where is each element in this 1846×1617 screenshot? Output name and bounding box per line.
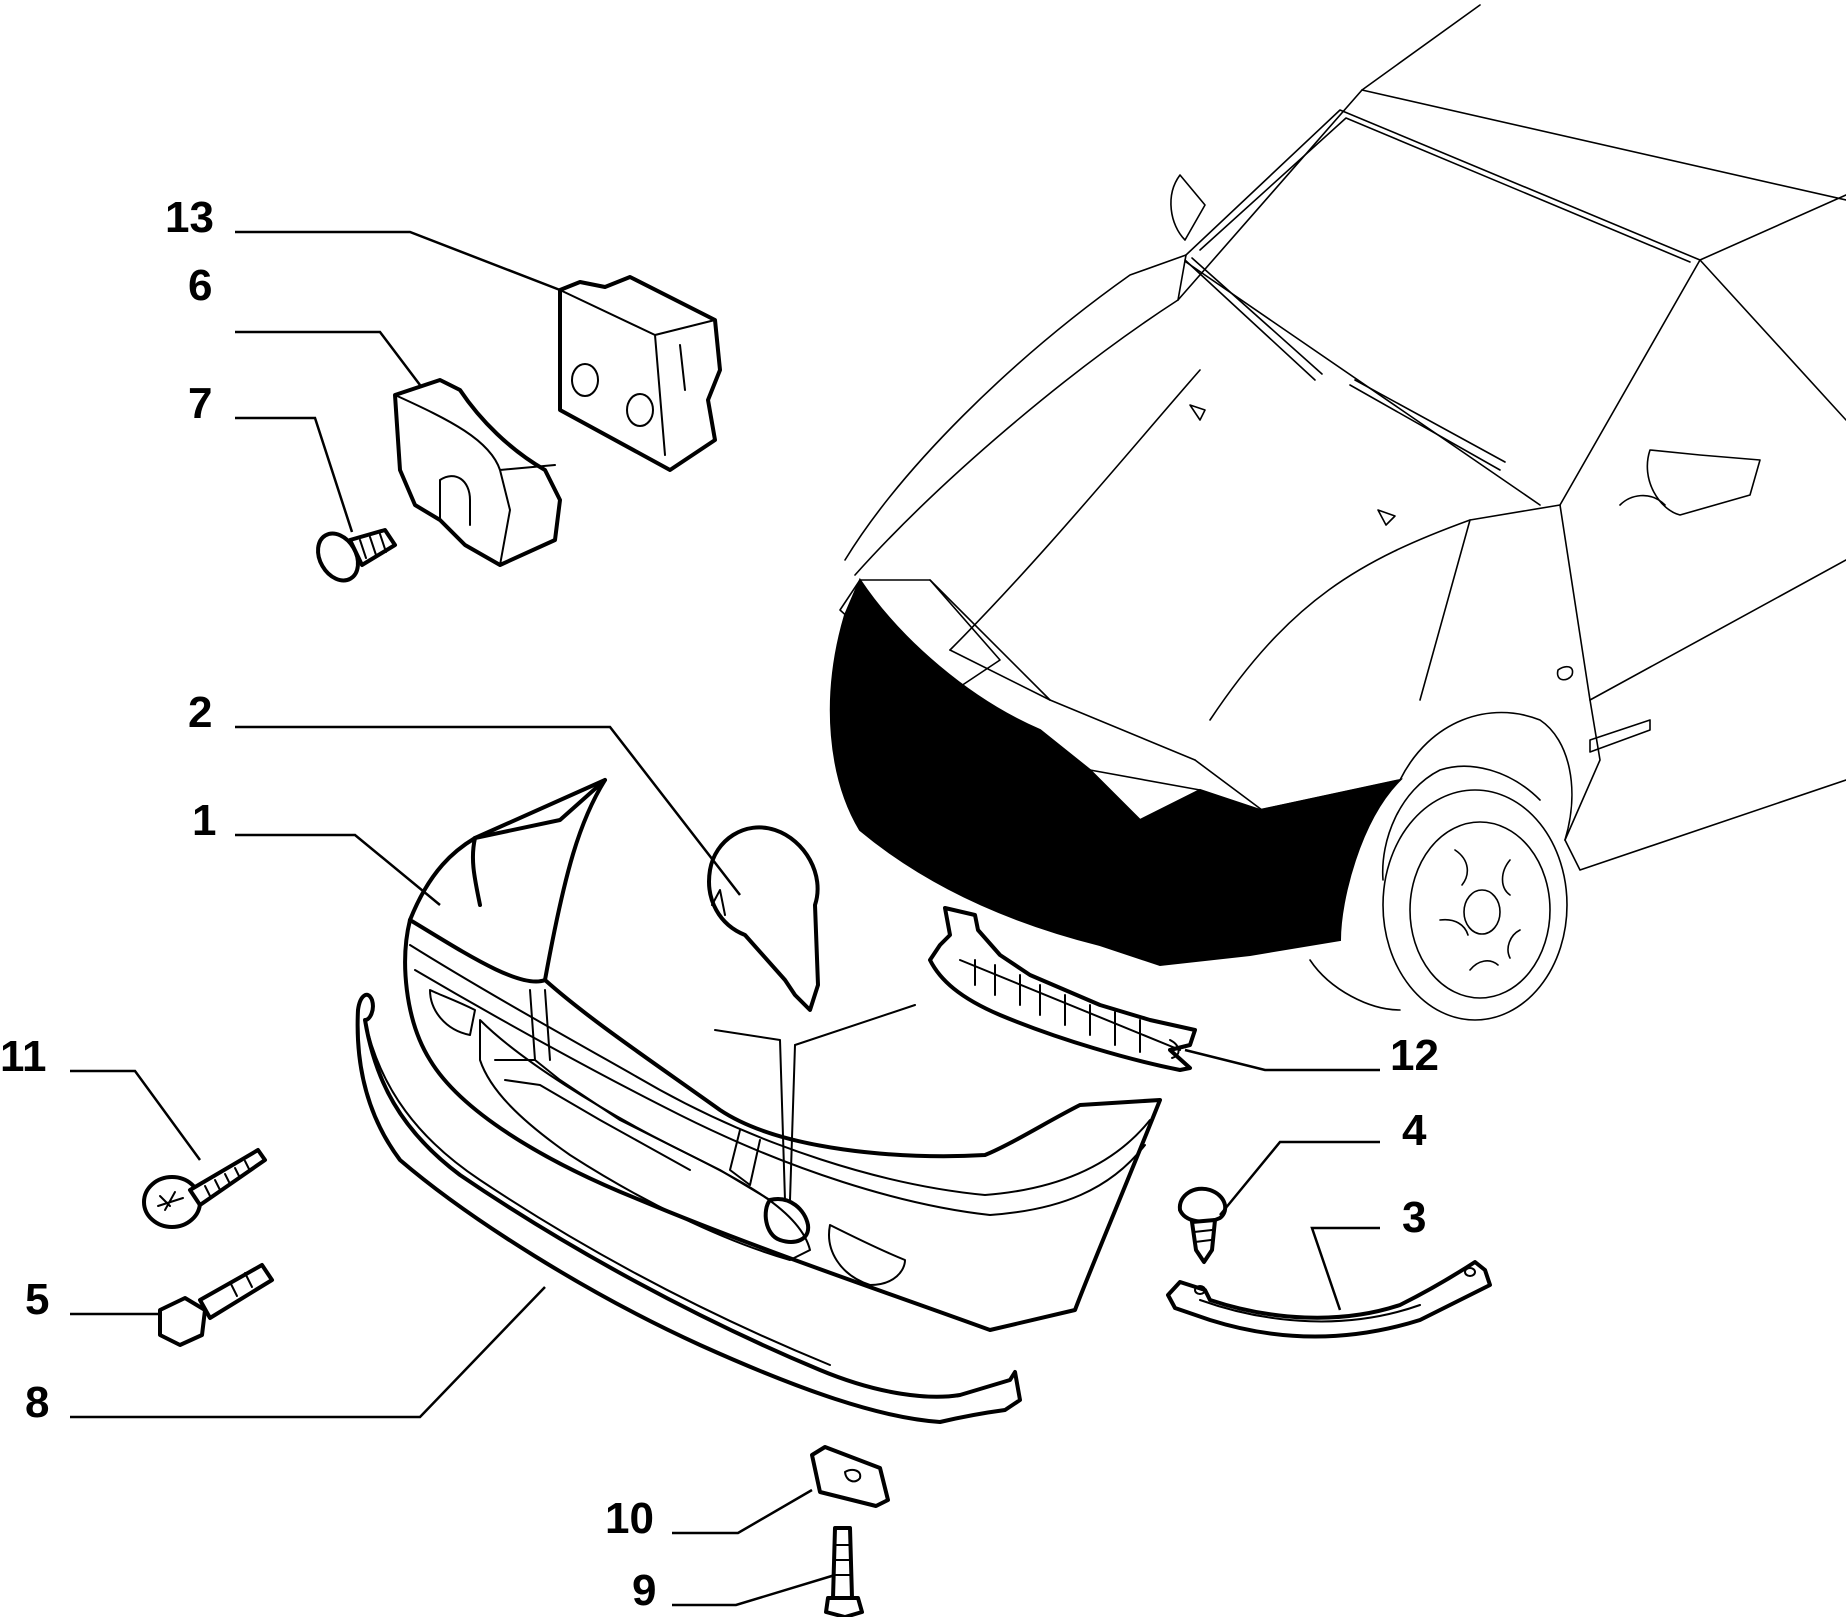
leader-lines: [70, 230, 1380, 1607]
part-6-spacer-block: [393, 378, 562, 567]
part-7-push-rivet: [316, 528, 397, 583]
part-13-bracket-block: [558, 275, 722, 472]
callout-3: 3: [1402, 1193, 1426, 1242]
leader-10: [672, 1488, 813, 1535]
callout-7: 7: [188, 379, 212, 428]
bumper-position-highlight: [829, 577, 1404, 967]
part-5-flange-bolt: [158, 1263, 274, 1347]
leader-1: [235, 833, 441, 906]
part-9-bolt: [824, 1526, 864, 1617]
callout-labels: 13 6 7 2 1 11 5 8 10 9 12 4 3: [0, 193, 1439, 1615]
callout-9: 9: [632, 1566, 656, 1615]
callout-10: 10: [605, 1494, 654, 1543]
leader-6: [235, 330, 421, 386]
callout-4: 4: [1402, 1106, 1427, 1155]
part-2-tow-hook-cover: [707, 825, 820, 1012]
leader-12: [1184, 1048, 1380, 1072]
leader-11: [70, 1069, 202, 1161]
part-11-screw: [142, 1148, 267, 1229]
car-outline: [829, 4, 1846, 1021]
part-4-clip: [1177, 1186, 1228, 1264]
leader-7: [235, 416, 354, 533]
callout-6: 6: [188, 261, 212, 310]
callout-13: 13: [165, 193, 214, 242]
leader-9: [672, 1573, 836, 1607]
leader-3: [1310, 1226, 1380, 1311]
callout-11: 11: [0, 1032, 47, 1081]
part-3-side-bracket: [1166, 1260, 1492, 1339]
leader-4: [1219, 1140, 1380, 1216]
callout-5: 5: [25, 1275, 49, 1324]
leader-2: [235, 725, 741, 896]
leader-8: [70, 1286, 546, 1419]
part-10-speed-nut: [810, 1445, 890, 1508]
leader-13: [235, 230, 561, 292]
callout-1: 1: [192, 796, 216, 845]
part-8-lower-spoiler-strip: [355, 992, 1022, 1424]
callout-12: 12: [1390, 1031, 1439, 1080]
callout-2: 2: [188, 688, 212, 737]
callout-8: 8: [25, 1378, 49, 1427]
part-12-bumper-reinforcement: [928, 906, 1197, 1072]
part-1-front-bumper: [403, 778, 1162, 1332]
